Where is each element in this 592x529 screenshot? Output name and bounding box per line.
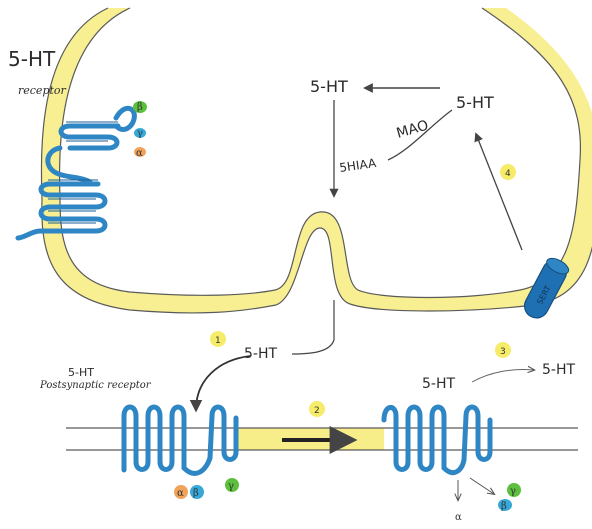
diffusion-arrow [472,370,534,383]
synth-5ht-right: 5-HT [456,93,494,112]
receptor-top-subtitle: receptor [18,84,67,97]
cleft-5ht: 5-HT [244,346,277,362]
postsynaptic-membrane: 2 [66,401,578,450]
right-alpha-label: α [455,512,462,523]
reuptake-arrow [476,134,522,250]
presynaptic-receptor: β γ α [18,101,147,238]
top-alpha-label: α [136,148,143,159]
bottom-alpha-label: α [177,488,184,499]
postsynaptic-receptor-left [124,407,236,473]
right-gamma-label: γ [510,486,516,497]
step1-label: 1 [215,336,221,346]
right-betagamma-dimer: γ β [498,483,521,512]
step3-label: 3 [500,347,506,357]
postsynaptic-receptor-right [384,407,490,473]
right-5ht-a: 5-HT [422,376,455,392]
metabolite-label: 5HIAA [338,156,377,175]
post-receptor-subtitle: Postsynaptic receptor [39,380,152,391]
step2-label: 2 [314,406,320,416]
synth-5ht-left: 5-HT [310,77,348,96]
betagamma-dissociation-arrow [470,478,494,494]
presynaptic-terminal [41,8,592,313]
presynaptic-membrane-fill [41,8,592,313]
binding-arrow [196,356,250,410]
top-g-protein: β γ α [133,101,147,159]
top-beta-label: β [137,102,143,113]
bottom-gamma-label: γ [228,481,234,492]
top-gamma-label: γ [137,128,143,139]
right-5ht-b: 5-HT [542,362,575,378]
step4-label: 4 [505,169,511,179]
bottom-beta-label: β [193,488,199,499]
bottom-g-protein: α β γ [174,478,239,499]
post-receptor-title: 5-HT [68,366,94,379]
right-beta-label: β [501,501,507,512]
mao-label: MAO [395,118,431,142]
release-path-line [292,300,334,354]
presynaptic-outer-line [41,8,592,313]
receptor-top-title: 5-HT [8,47,56,71]
